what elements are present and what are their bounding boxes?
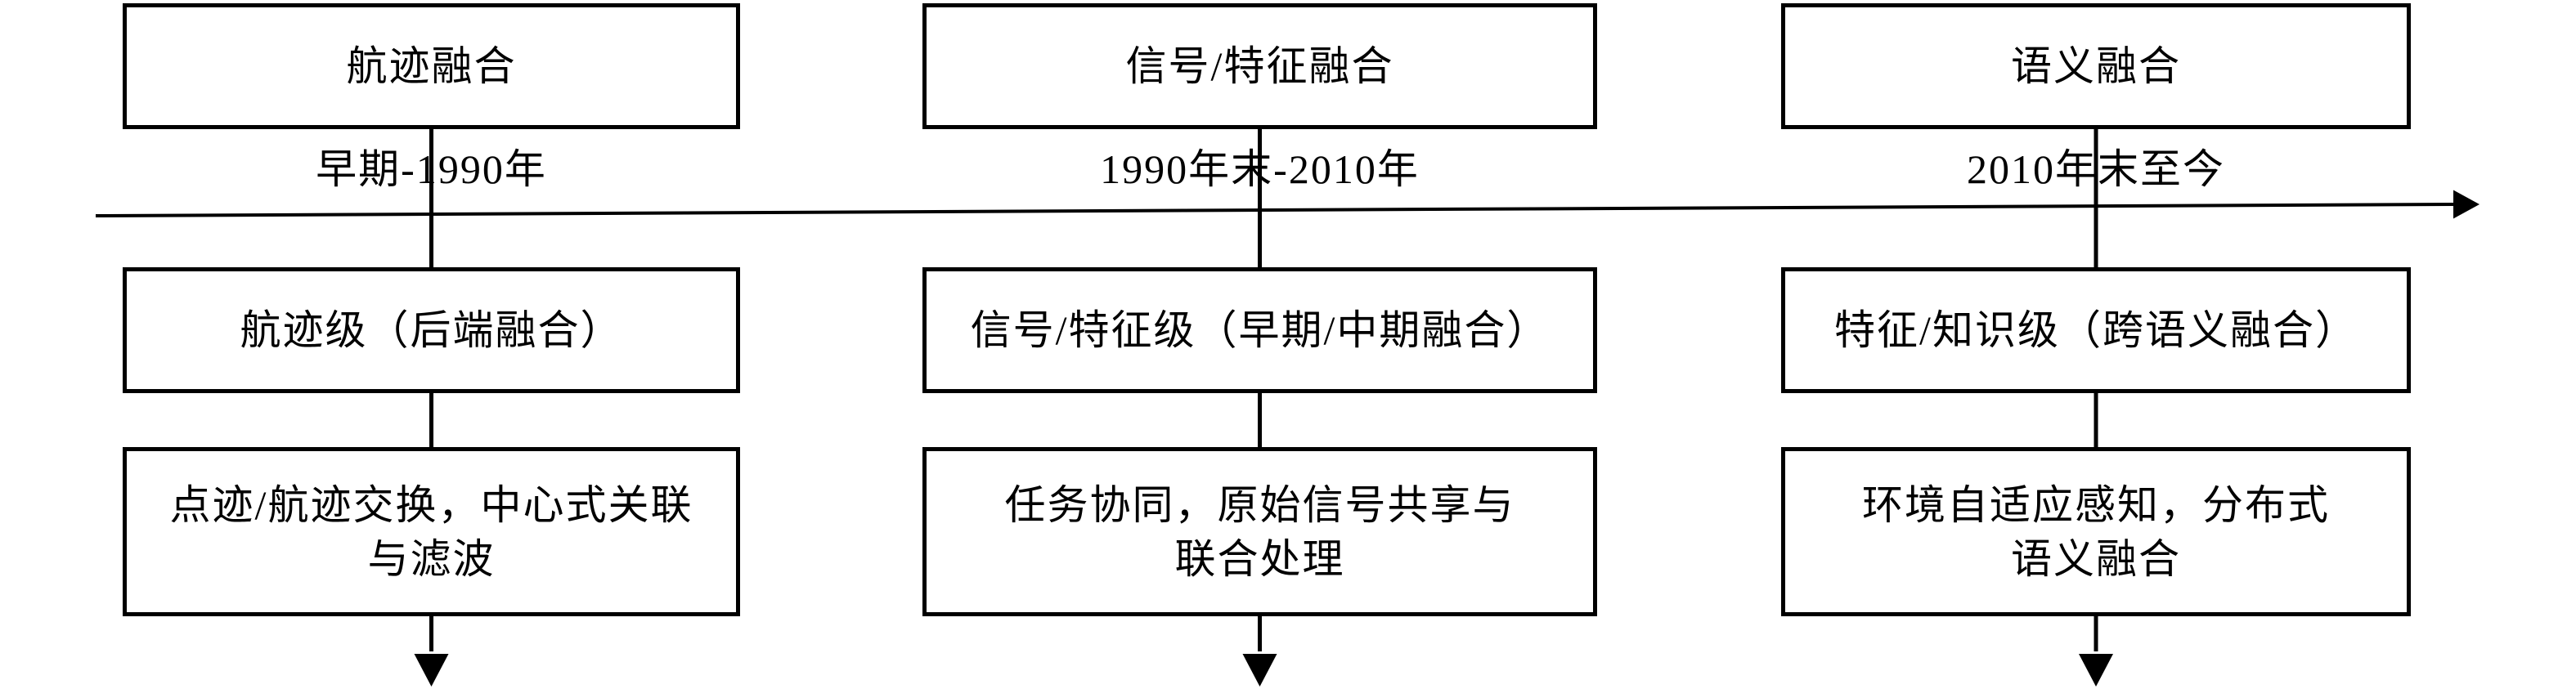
stage-box-signal-feature-fusion: 信号/特征融合 xyxy=(922,3,1597,129)
down-arrowhead-icon-2 xyxy=(1242,654,1277,687)
description-box-semantic-fusion: 环境自适应感知，分布式 语义融合 xyxy=(1781,447,2411,616)
description-box-track-fusion: 点迹/航迹交换，中心式关联 与滤波 xyxy=(123,447,740,616)
description-box-signal-feature-fusion: 任务协同，原始信号共享与 联合处理 xyxy=(922,447,1597,616)
timeline-arrowhead-icon xyxy=(2453,190,2480,219)
period-label-semantic-fusion: 2010年末至今 xyxy=(1967,146,2225,192)
level-box-track-fusion: 航迹级（后端融合） xyxy=(123,267,740,393)
timeline-axis-line xyxy=(95,203,2454,217)
period-label-signal-feature-fusion: 1990年末-2010年 xyxy=(1100,146,1420,192)
level-box-signal-feature-fusion: 信号/特征级（早期/中期融合） xyxy=(922,267,1597,393)
stage-box-track-fusion: 航迹融合 xyxy=(123,3,740,129)
level-box-semantic-fusion: 特征/知识级（跨语义融合） xyxy=(1781,267,2411,393)
down-arrowhead-icon-1 xyxy=(414,654,449,687)
stage-box-semantic-fusion: 语义融合 xyxy=(1781,3,2411,129)
down-arrowhead-icon-3 xyxy=(2079,654,2113,687)
period-label-track-fusion: 早期-1990年 xyxy=(316,146,547,192)
